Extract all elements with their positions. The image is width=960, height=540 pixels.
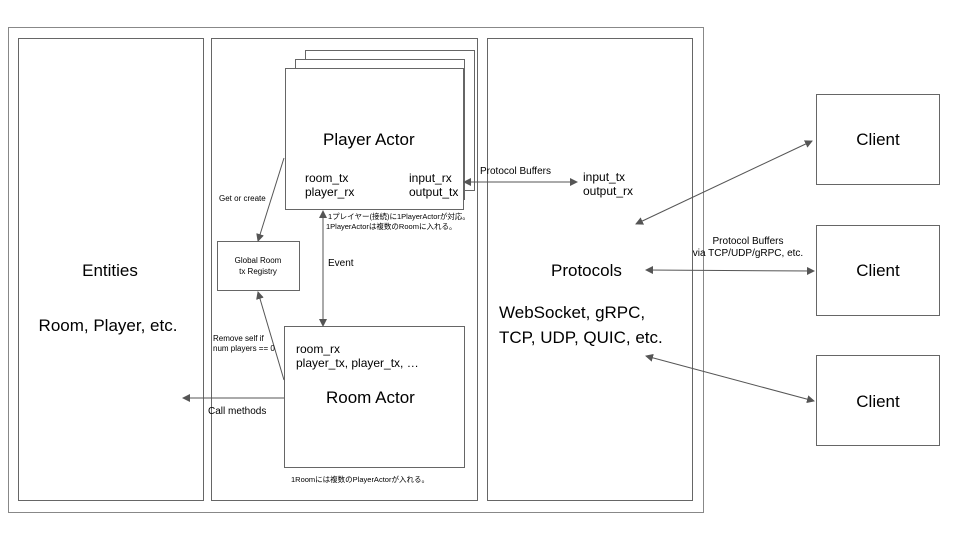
label-call-methods: Call methods xyxy=(208,406,267,417)
registry-label-2: tx Registry xyxy=(239,267,277,276)
entities-title: Entities xyxy=(82,261,138,280)
player-actor-box xyxy=(285,68,464,210)
label-client-pb-1: Protocol Buffers xyxy=(712,236,784,247)
protocols-field-input-tx: input_tx xyxy=(583,170,626,184)
player-actor-field-player-rx: player_rx xyxy=(305,185,355,199)
label-remove-self-2: num players == 0 xyxy=(213,344,275,353)
arrow-client-1 xyxy=(635,140,813,225)
registry-label-1: Global Room xyxy=(234,256,282,265)
player-actor-note-1: 1プレイヤー(接続)に1PlayerActorが対応。 xyxy=(328,212,470,221)
arrow-get-or-create xyxy=(256,157,285,242)
protocols-detail-2: TCP, UDP, QUIC, etc. xyxy=(499,328,663,347)
label-event: Event xyxy=(328,258,354,269)
client-label-3: Client xyxy=(856,392,900,411)
protocols-detail-1: WebSocket, gRPC, xyxy=(499,303,646,322)
arrow-remove-self xyxy=(256,291,285,381)
player-actor-note-2: 1PlayerActorは複数のRoomに入れる。 xyxy=(326,222,457,231)
client-box-2 xyxy=(816,225,940,316)
entities-panel xyxy=(18,38,204,501)
room-actor-box xyxy=(284,326,465,468)
label-client-pb-2: via TCP/UDP/gRPC, etc. xyxy=(692,248,804,259)
client-label-2: Client xyxy=(856,261,900,280)
entities-subtitle: Room, Player, etc. xyxy=(38,316,178,335)
room-actor-title: Room Actor xyxy=(326,388,415,407)
player-actor-field-input-rx: input_rx xyxy=(409,171,452,185)
room-actor-field-2: player_tx, player_tx, … xyxy=(296,356,419,370)
room-actor-note: 1Roomには複数のPlayerActorが入れる。 xyxy=(291,475,429,484)
client-box-3 xyxy=(816,355,940,446)
arrow-client-2 xyxy=(645,266,815,275)
client-label-1: Client xyxy=(856,130,900,149)
global-room-registry-box xyxy=(217,241,300,291)
player-actor-field-output-tx: output_tx xyxy=(409,185,459,199)
label-protocol-buffers: Protocol Buffers xyxy=(480,166,551,177)
protocols-title: Protocols xyxy=(551,261,622,280)
label-remove-self-1: Remove self if xyxy=(213,334,264,343)
client-box-1 xyxy=(816,94,940,185)
protocols-field-output-rx: output_rx xyxy=(583,184,634,198)
arrow-client-3 xyxy=(645,353,815,404)
player-actor-field-room-tx: room_tx xyxy=(305,171,349,185)
label-get-or-create: Get or create xyxy=(219,194,266,203)
room-actor-field-1: room_rx xyxy=(296,342,341,356)
player-actor-title: Player Actor xyxy=(323,130,415,149)
